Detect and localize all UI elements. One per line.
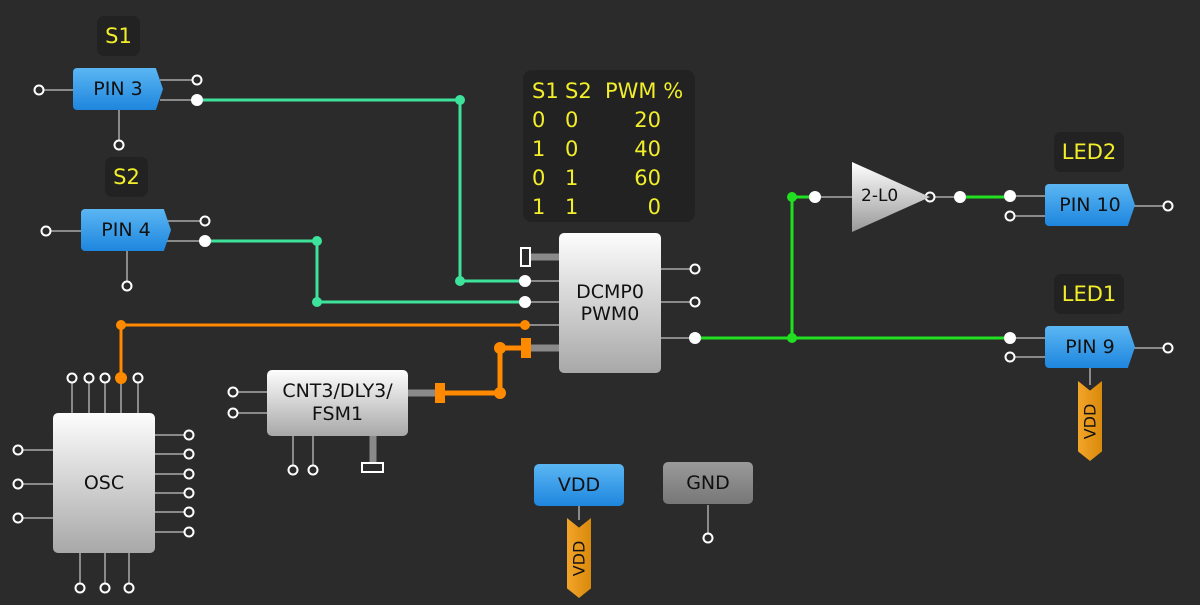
fsm-title: FSM1 <box>311 403 364 425</box>
label-led2: LED2 <box>1054 132 1124 172</box>
cell: 0 <box>647 195 661 219</box>
pin-9[interactable]: PIN 9 <box>1045 326 1135 368</box>
label-s1: S1 <box>97 16 140 56</box>
th-pwm: PWM % <box>605 79 684 103</box>
cell: 1 <box>532 195 546 219</box>
label-led1: LED1 <box>1054 274 1124 314</box>
cell: 1 <box>565 195 579 219</box>
osc-block[interactable]: OSC <box>53 413 155 553</box>
th-s1: S1 <box>532 79 559 103</box>
gnd-block[interactable]: GND <box>663 462 753 504</box>
vdd-tag-bottom: VDD <box>567 518 591 598</box>
pin-4[interactable]: PIN 4 <box>81 209 171 251</box>
pin-10[interactable]: PIN 10 <box>1045 184 1135 226</box>
pwm-title: PWM0 <box>580 303 640 325</box>
vdd-tag-pin9: VDD <box>1078 381 1102 461</box>
cell: 0 <box>532 166 546 190</box>
cell: 0 <box>565 108 579 132</box>
cell: 0 <box>565 137 579 161</box>
label-s2: S2 <box>105 157 148 197</box>
vdd-block[interactable]: VDD <box>534 464 624 506</box>
cell: 1 <box>565 166 579 190</box>
dcmp-title: DCMP0 <box>576 281 644 303</box>
cnt3-dly3-fsm1-block[interactable]: CNT3/DLY3/FSM1 <box>267 370 408 436</box>
inverter-2-l0[interactable] <box>852 162 930 232</box>
cell: 20 <box>634 108 661 132</box>
cnt-title: CNT3/DLY3/ <box>282 380 393 402</box>
cell: 1 <box>532 137 546 161</box>
pin-3[interactable]: PIN 3 <box>73 68 163 110</box>
cell: 40 <box>634 137 661 161</box>
cell: 60 <box>634 166 661 190</box>
cell: 0 <box>532 108 546 132</box>
inverter-label: 2-L0 <box>861 186 899 206</box>
th-s2: S2 <box>565 79 592 103</box>
